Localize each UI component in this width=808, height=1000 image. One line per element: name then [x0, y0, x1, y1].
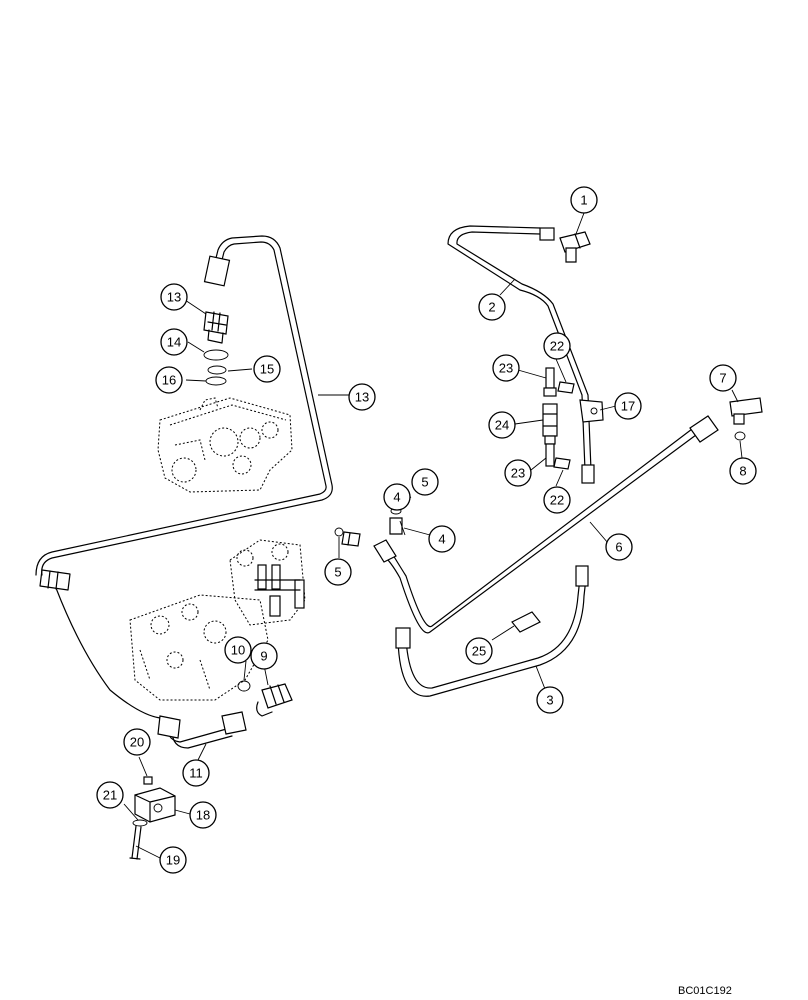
callout-3-label: 3: [546, 693, 553, 708]
callout-23-lower: 23: [504, 459, 532, 487]
callout-22-upper-label: 22: [550, 339, 564, 354]
callout-19: 19: [159, 846, 187, 874]
callout-2-label: 2: [488, 300, 495, 315]
callout-14-label: 14: [167, 335, 181, 350]
callout-22-upper: 22: [543, 332, 571, 360]
plug-20: [143, 776, 153, 785]
fitting-4-left: [341, 531, 361, 547]
o-ring-16: [205, 376, 227, 386]
callout-2: 2: [478, 293, 506, 321]
callout-4-upper-label: 4: [393, 490, 400, 505]
callout-18-label: 18: [196, 808, 210, 823]
callout-24-label: 24: [495, 418, 509, 433]
callout-5-lower: 5: [324, 558, 352, 586]
callout-19-label: 19: [166, 853, 180, 868]
hose-11: [55, 587, 247, 749]
callout-6-label: 6: [615, 540, 622, 555]
callout-6: 6: [605, 533, 633, 561]
valve-24: [542, 403, 558, 437]
bolt-19: [129, 825, 142, 860]
hose-3: [395, 565, 589, 697]
callout-13-tube: 13: [348, 383, 376, 411]
clip-25: [511, 611, 541, 633]
callout-18: 18: [189, 801, 217, 829]
bracket-17: [579, 399, 604, 423]
callout-7-label: 7: [719, 371, 726, 386]
fitting-23-lower: [544, 435, 556, 467]
callout-21-label: 21: [103, 788, 117, 803]
callout-5-upper: 5: [411, 468, 439, 496]
callout-4-lower-label: 4: [438, 532, 445, 547]
callout-4-upper: 4: [383, 483, 411, 511]
callout-21: 21: [96, 781, 124, 809]
callout-14: 14: [160, 328, 188, 356]
callout-20: 20: [123, 728, 151, 756]
callout-13-fitting-label: 13: [167, 290, 181, 305]
fitting-22-lower: [553, 457, 571, 470]
callout-11-label: 11: [189, 766, 203, 781]
o-ring-5-left: [334, 527, 344, 537]
fitting-1: [559, 231, 591, 263]
callout-24: 24: [488, 411, 516, 439]
callout-25: 25: [465, 637, 493, 665]
callout-23-lower-label: 23: [511, 466, 525, 481]
callout-17-label: 17: [621, 399, 635, 414]
callout-16-label: 16: [162, 373, 176, 388]
callout-10: 10: [224, 636, 252, 664]
tube-2: [447, 225, 595, 484]
callout-13-tube-label: 13: [355, 390, 369, 405]
callout-1: 1: [570, 186, 598, 214]
callout-15: 15: [253, 355, 281, 383]
block-18: [134, 787, 176, 823]
callout-9-label: 9: [260, 649, 267, 664]
callout-15-label: 15: [260, 362, 274, 377]
fitting-7: [729, 397, 763, 425]
o-ring-14: [203, 349, 229, 361]
tube-13: [35, 235, 333, 591]
callout-16: 16: [155, 366, 183, 394]
callout-11: 11: [182, 759, 210, 787]
callout-23-upper-label: 23: [499, 361, 513, 376]
callout-5-lower-label: 5: [334, 565, 341, 580]
callout-5-upper-label: 5: [421, 475, 428, 490]
o-ring-10: [237, 680, 251, 692]
valve-upper-phantom: [157, 397, 293, 493]
valve-lower-phantom: [129, 539, 306, 701]
callout-1-label: 1: [580, 193, 587, 208]
callout-25-label: 25: [472, 644, 486, 659]
callout-4-lower: 4: [428, 525, 456, 553]
callout-13-fitting: 13: [160, 283, 188, 311]
o-ring-15: [207, 365, 227, 375]
callout-10-label: 10: [231, 643, 245, 658]
o-ring-8: [734, 431, 746, 441]
leader-lines: [123, 212, 743, 859]
callout-9: 9: [250, 642, 278, 670]
callout-8: 8: [729, 457, 757, 485]
callout-20-label: 20: [130, 735, 144, 750]
callout-22-lower-label: 22: [550, 493, 564, 508]
fitting-22-upper: [557, 381, 575, 394]
fitting-23-upper: [543, 367, 557, 397]
callout-3: 3: [536, 686, 564, 714]
callout-7: 7: [709, 364, 737, 392]
callout-8-label: 8: [739, 464, 746, 479]
callout-22-lower: 22: [543, 486, 571, 514]
o-ring-21: [132, 819, 148, 827]
drawing-reference: BC01C192: [678, 985, 732, 997]
callout-17: 17: [614, 392, 642, 420]
callout-23-upper: 23: [492, 354, 520, 382]
hose-6: [373, 415, 719, 634]
fitting-9: [256, 683, 293, 717]
fitting-13: [203, 311, 229, 344]
fitting-4-right: [389, 517, 403, 535]
